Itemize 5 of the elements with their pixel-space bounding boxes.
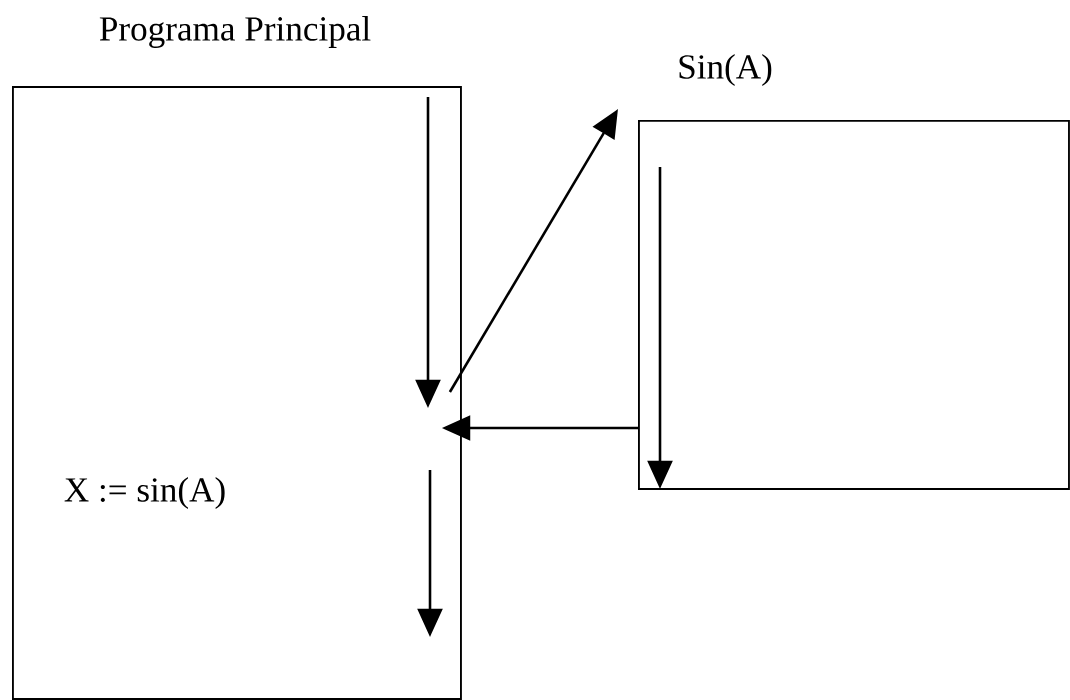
program-box bbox=[12, 86, 462, 700]
statement-text: X := sin(A) bbox=[64, 477, 225, 509]
program-box bbox=[638, 120, 1070, 490]
box-heading: Programa Principal bbox=[99, 16, 371, 48]
box-heading: Sin(A) bbox=[679, 54, 772, 86]
